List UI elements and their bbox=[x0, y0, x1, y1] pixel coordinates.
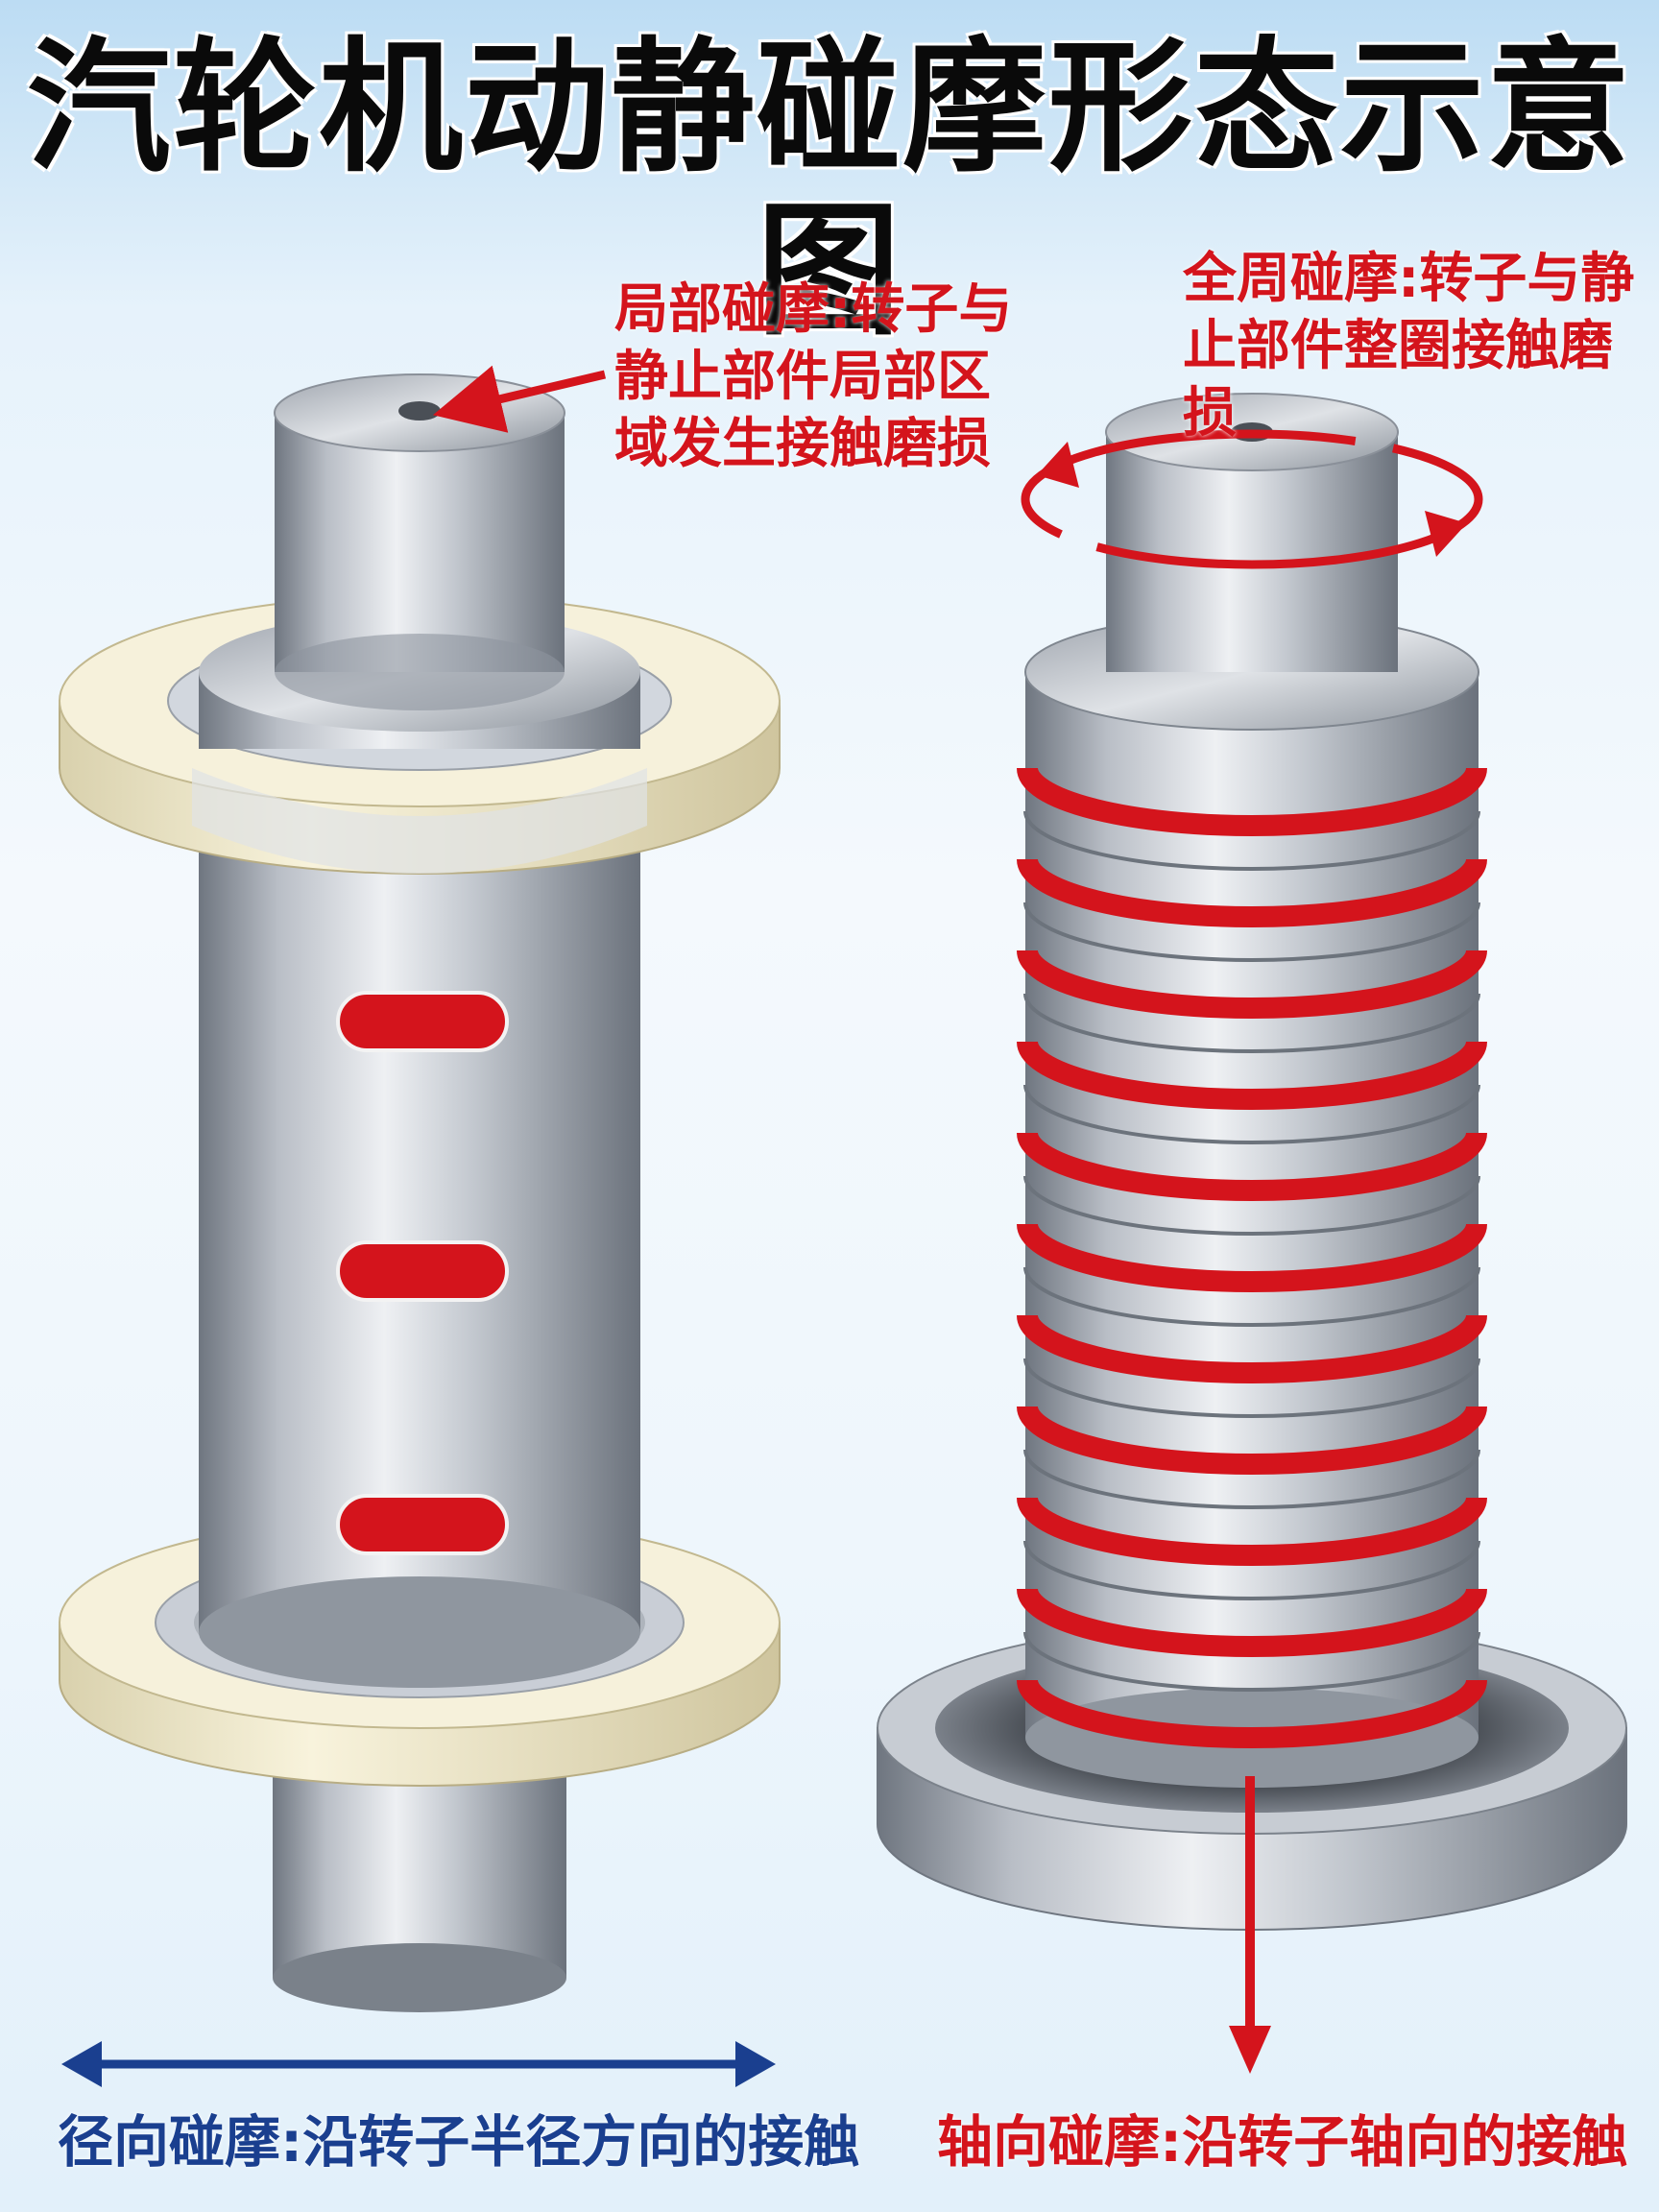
axial-arrow bbox=[1229, 1776, 1271, 2074]
radial-rub-caption: 径向碰摩:沿转子半径方向的接触 bbox=[58, 2109, 860, 2175]
axial-rub-caption: 轴向碰摩:沿转子轴向的接触 bbox=[937, 2109, 1628, 2175]
rub-band bbox=[1017, 1040, 1487, 1110]
right-top-shaft bbox=[1105, 393, 1399, 672]
rub-band bbox=[1017, 1313, 1487, 1383]
rub-spot bbox=[336, 1494, 509, 1555]
rub-band bbox=[1017, 1405, 1487, 1475]
local-rub-callout: 局部碰摩:转子与 静止部件局部区 域发生接触磨损 bbox=[614, 278, 1013, 475]
full-rub-callout: 全周碰摩:转子与静 止部件整圈接触磨损 bbox=[1183, 248, 1635, 445]
rub-band bbox=[1017, 766, 1487, 836]
rub-band bbox=[1017, 949, 1487, 1019]
rub-band bbox=[1017, 1678, 1487, 1748]
local-pointer-arrow bbox=[432, 365, 607, 433]
right-rub-bands bbox=[1017, 766, 1487, 1748]
rub-band bbox=[1017, 857, 1487, 927]
left-top-shaft bbox=[274, 373, 565, 710]
left-center-hole bbox=[398, 401, 441, 421]
page-title: 汽轮机动静碰摩形态示意图 bbox=[26, 25, 1632, 355]
rub-band bbox=[1017, 1587, 1487, 1657]
rub-spot bbox=[336, 991, 509, 1052]
rub-band bbox=[1017, 1131, 1487, 1201]
left-rotor bbox=[59, 365, 781, 2012]
rub-band bbox=[1017, 1222, 1487, 1292]
rub-band bbox=[1017, 1496, 1487, 1566]
rub-spot bbox=[336, 1240, 509, 1302]
radial-arrow bbox=[61, 2041, 776, 2087]
right-rotor bbox=[877, 393, 1627, 2074]
right-disc-separators bbox=[1023, 810, 1480, 1692]
left-rub-spots bbox=[336, 991, 509, 1555]
rotation-arrow bbox=[1021, 429, 1483, 569]
